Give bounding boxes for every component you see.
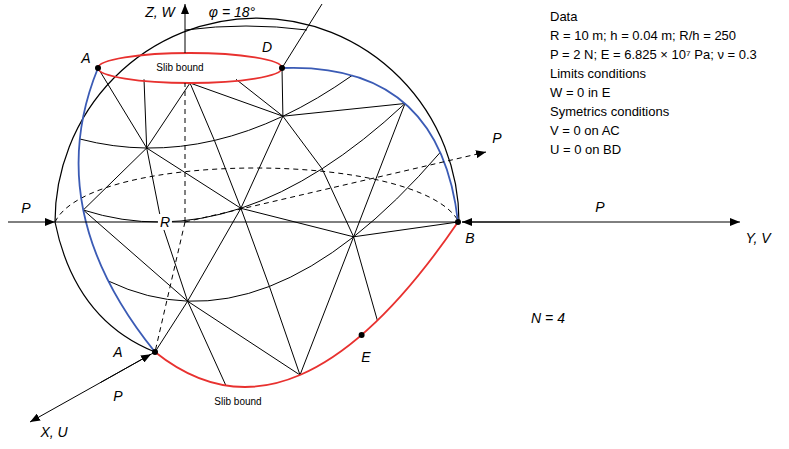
boundary-label: Slib bound <box>214 396 261 408</box>
mesh-line <box>80 75 352 148</box>
mesh-line <box>83 148 146 210</box>
axis-label: Y, V <box>745 230 770 246</box>
mesh-line <box>83 104 405 223</box>
point-dot <box>279 65 285 71</box>
mesh-line <box>188 301 300 375</box>
data-line: R = 10 m; h = 0.04 m; R/h = 250 <box>550 29 736 44</box>
data-line: P = 2 N; E = 6.825 × 10⁷ Pa; ν = 0.3 <box>550 48 757 63</box>
point-label: B <box>465 230 474 246</box>
y-axis <box>462 222 740 223</box>
x-axis <box>155 222 185 352</box>
mesh-line <box>190 83 283 116</box>
x-axis <box>30 352 155 422</box>
angle-label: φ = 18° <box>209 4 255 20</box>
load-label: P <box>21 200 30 216</box>
angle-arc <box>185 26 307 30</box>
mesh-label: N = 4 <box>531 310 565 326</box>
load-arrow <box>462 222 520 223</box>
mesh-line <box>147 83 190 148</box>
data-heading: Data <box>550 10 577 25</box>
equator-line <box>55 222 458 223</box>
mesh-line <box>144 79 226 385</box>
load-arrow <box>185 152 486 222</box>
point-dot <box>359 332 365 338</box>
mesh-line <box>147 148 241 208</box>
mesh-line <box>283 104 405 117</box>
mesh <box>80 68 458 386</box>
point-label: D <box>262 39 272 55</box>
mesh-line <box>354 222 458 237</box>
slip-boundary <box>155 222 458 387</box>
load-label: P <box>113 388 122 404</box>
axis-label: Z, W <box>145 4 175 20</box>
data-line: U = 0 on BD <box>550 143 621 158</box>
load-arrow <box>100 354 151 383</box>
dimension-label: R <box>158 214 172 230</box>
mesh-line <box>354 104 405 237</box>
data-heading: Limits conditions <box>550 67 646 82</box>
mesh-line <box>236 79 377 320</box>
point-dot <box>95 65 101 71</box>
slip-boundary <box>98 53 282 83</box>
data-line: V = 0 on AC <box>550 124 620 139</box>
data-line: W = 0 in E <box>550 86 610 101</box>
symmetry-edge <box>79 68 155 352</box>
mesh-line <box>241 116 283 208</box>
mesh-line <box>83 210 187 301</box>
data-heading: Symetrics conditions <box>550 105 669 120</box>
angle-line <box>282 4 322 68</box>
point-label: A <box>81 50 90 66</box>
boundary-label: Slib bound <box>156 62 203 74</box>
point-label: E <box>361 349 370 365</box>
mesh-line <box>155 301 188 352</box>
load-arrow <box>8 222 55 223</box>
load-label: P <box>595 199 604 215</box>
load-label: P <box>492 130 501 146</box>
axis-label: X, U <box>40 424 67 440</box>
symmetry-edge <box>282 68 458 222</box>
point-dot <box>152 349 158 355</box>
z-axis <box>185 4 186 53</box>
mesh-line <box>190 83 300 375</box>
dome-outline <box>55 18 459 222</box>
mesh-line <box>300 237 354 375</box>
mesh-line <box>282 68 284 116</box>
hidden-base <box>55 168 459 222</box>
point-label: A <box>113 344 122 360</box>
z-axis <box>185 83 186 222</box>
point-dot <box>455 219 461 225</box>
mesh-line <box>241 208 354 237</box>
